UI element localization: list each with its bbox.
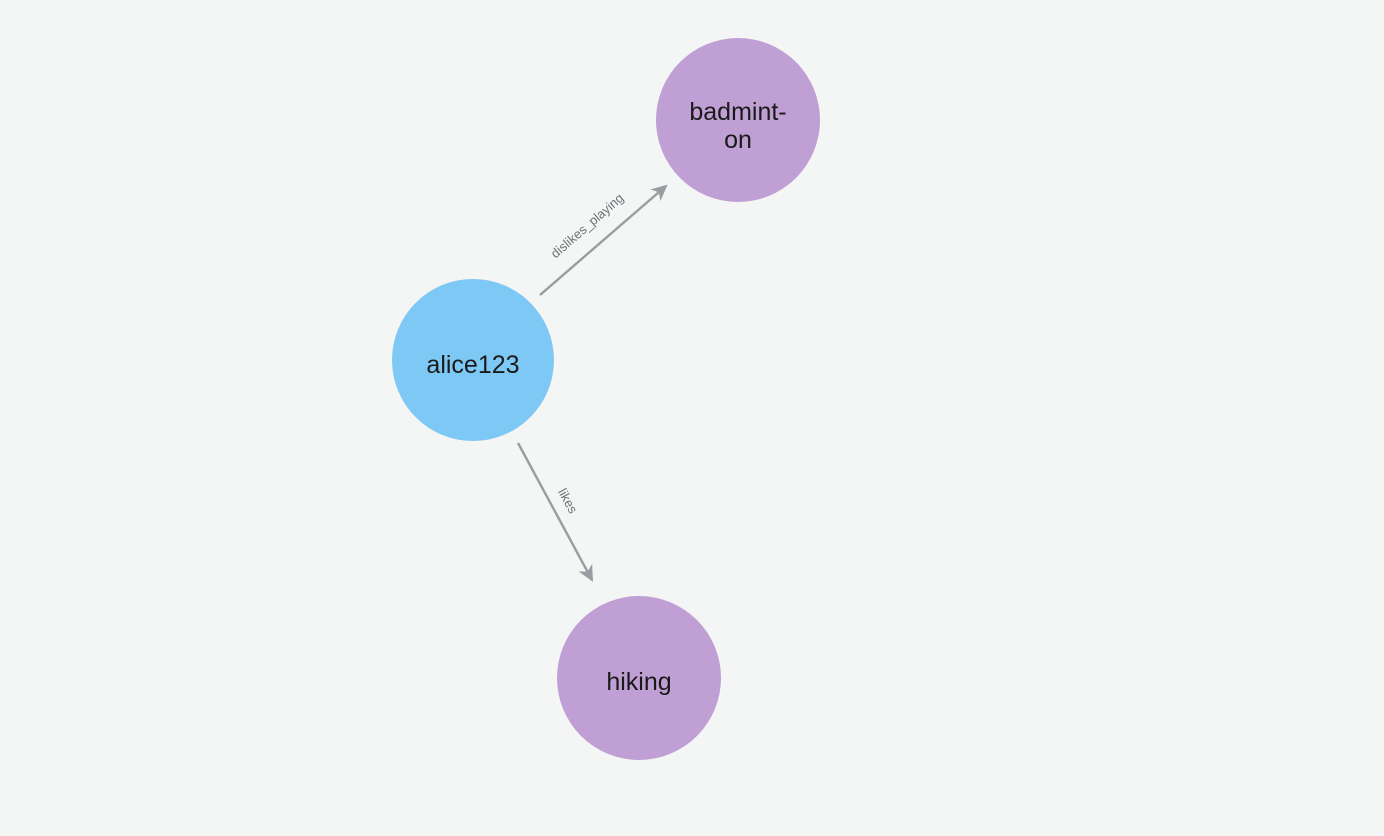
edge-likes[interactable]: likes: [516, 442, 594, 582]
edge-line: [539, 184, 668, 296]
node-label-alice123: alice123: [426, 351, 519, 379]
node-circle-alice123[interactable]: [392, 279, 554, 441]
node-label-badminton-line1: badmint-: [689, 98, 786, 126]
edge-line: [516, 442, 594, 582]
nodes-layer: badmint- on alice123 hiking: [392, 38, 820, 760]
edge-dislikes-playing[interactable]: dislikes_playing: [539, 184, 668, 296]
node-circle-badminton[interactable]: [656, 38, 820, 202]
node-badminton[interactable]: badmint- on: [656, 38, 820, 202]
node-hiking[interactable]: hiking: [557, 596, 721, 760]
edge-label-likes: likes: [555, 486, 581, 516]
node-circle-hiking[interactable]: [557, 596, 721, 760]
node-label-badminton-line2: on: [724, 126, 752, 154]
node-label-hiking: hiking: [606, 668, 671, 696]
node-alice123[interactable]: alice123: [392, 279, 554, 441]
edge-label-dislikes-playing: dislikes_playing: [548, 190, 627, 261]
